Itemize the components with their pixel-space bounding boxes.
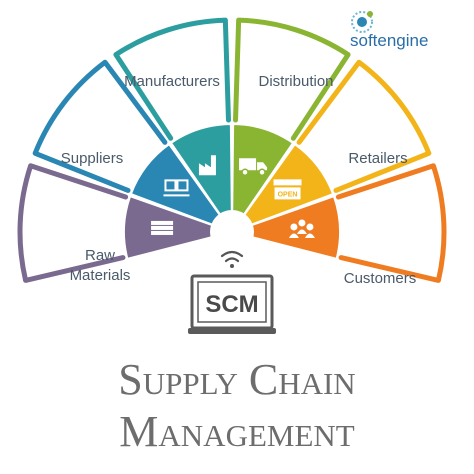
scm-label: SCM <box>205 291 258 318</box>
ring-arc-1 <box>32 59 168 193</box>
factory-icon <box>198 155 216 176</box>
pie-wedge-1 <box>129 142 235 235</box>
ring-arc-4 <box>296 59 432 193</box>
ring-arc-2 <box>113 17 231 141</box>
ring-arc-0 <box>17 163 129 283</box>
pie-wedge-2 <box>169 122 234 236</box>
customers-group-icon <box>288 219 315 238</box>
segment-label-1-0: Suppliers <box>61 150 124 167</box>
outer-ring <box>17 17 447 283</box>
segment-label-4-0: Retailers <box>348 150 407 167</box>
segment-label-5-0: Customers <box>344 270 417 287</box>
segment-label-0-1: Materials <box>70 267 131 284</box>
delivery-boxes-icon <box>163 179 190 197</box>
store-open-icon <box>273 179 302 200</box>
laptop-icon: SCM <box>188 274 276 334</box>
segment-icons: OPEN <box>151 155 315 238</box>
pie-wedge-0 <box>123 194 236 261</box>
segment-label-3-0: Distribution <box>258 73 333 90</box>
truck-icon <box>239 158 268 176</box>
open-sign: OPEN <box>278 191 298 198</box>
wifi-icon <box>220 250 244 268</box>
segment-label-2-0: Manufacturers <box>124 73 220 90</box>
inner-pie <box>123 122 341 261</box>
ring-arc-3 <box>233 17 351 141</box>
softengine-logo: softengine <box>350 11 428 50</box>
title-line-1: Supply Chain <box>118 355 355 404</box>
pie-wedge-3 <box>230 122 295 236</box>
brand-name: softengine <box>350 31 428 50</box>
stacked-books-icon <box>151 220 174 235</box>
title-line-2: Management <box>119 407 354 456</box>
segment-label-0-0: Raw <box>85 247 115 264</box>
center-hub <box>210 210 254 254</box>
pie-wedge-5 <box>228 194 341 261</box>
ring-arc-5 <box>335 163 447 283</box>
